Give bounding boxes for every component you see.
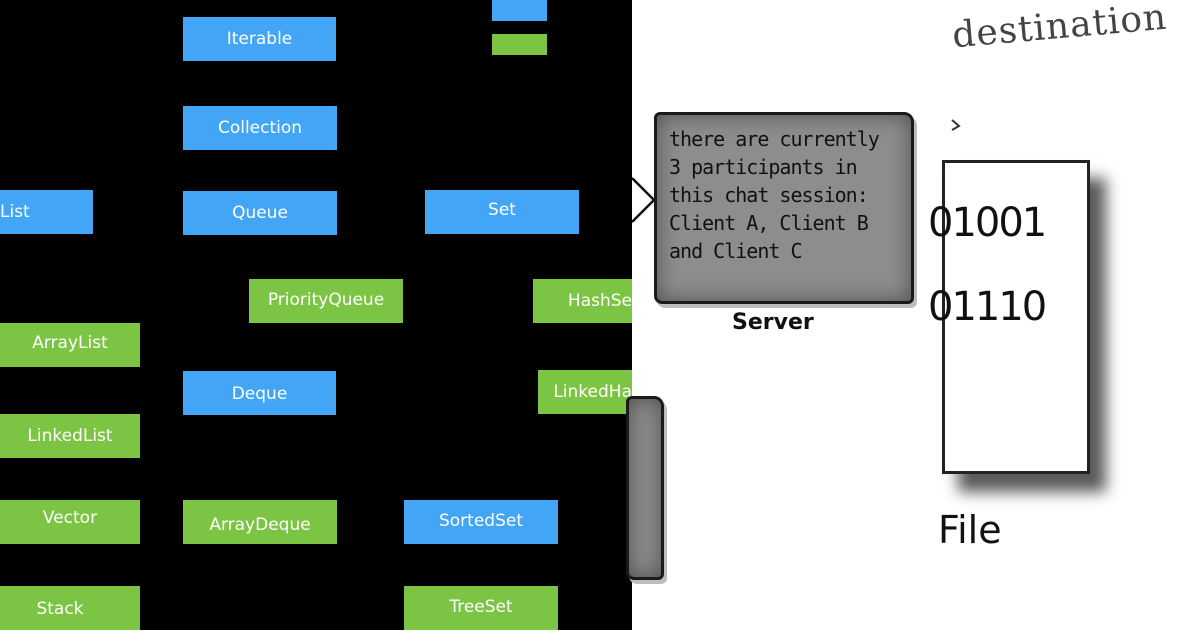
node-sorted-set: SortedSet <box>404 500 558 544</box>
file-bits-line: 01110 <box>928 284 1047 330</box>
file-bits-line: 01001 <box>928 200 1047 246</box>
node-set: Set <box>425 190 579 234</box>
node-vector: Vector <box>0 500 140 544</box>
node-stack: Stack <box>0 586 140 630</box>
file-destination-illustration: destination 01001 01110 File <box>928 0 1200 630</box>
file-label: File <box>938 508 1002 552</box>
server-message-line: 3 participants in <box>669 155 858 179</box>
server-message-line: and Client C <box>669 239 803 263</box>
destination-label: destination <box>950 0 1169 57</box>
node-linked-list: LinkedList <box>0 414 140 458</box>
server-label: Server <box>732 310 814 335</box>
file-document <box>942 160 1090 474</box>
chat-server-illustration: there are currently 3 participants in th… <box>626 0 952 630</box>
node-queue: Queue <box>183 191 337 235</box>
server-message-line: Client A, Client B <box>669 211 869 235</box>
server-message: there are currently 3 participants in th… <box>669 125 909 265</box>
server-message-line: this chat session: <box>669 183 869 207</box>
node-list: List <box>0 190 93 234</box>
legend-class-swatch <box>492 34 547 55</box>
node-tree-set: TreeSet <box>404 586 558 630</box>
server-speech-bubble: there are currently 3 participants in th… <box>654 112 914 304</box>
server-message-line: there are currently <box>669 127 880 151</box>
client-speech-bubble <box>626 396 664 580</box>
node-array-deque: ArrayDeque <box>183 500 337 544</box>
speech-pointer-icon <box>631 177 656 223</box>
node-iterable: Iterable <box>183 17 336 61</box>
node-linked-hash-set: LinkedHa <box>538 370 632 414</box>
arrow-head-icon <box>951 119 961 131</box>
node-collection: Collection <box>183 106 337 150</box>
node-array-list: ArrayList <box>0 323 140 367</box>
node-priority-queue: PriorityQueue <box>249 279 403 323</box>
legend-interface-swatch <box>492 0 547 21</box>
node-hash-set: HashSe <box>533 279 632 323</box>
node-deque: Deque <box>183 371 336 415</box>
file-label-backdrop <box>952 512 1052 562</box>
collections-hierarchy-diagram: Iterable Collection List Queue Set Prior… <box>0 0 632 630</box>
